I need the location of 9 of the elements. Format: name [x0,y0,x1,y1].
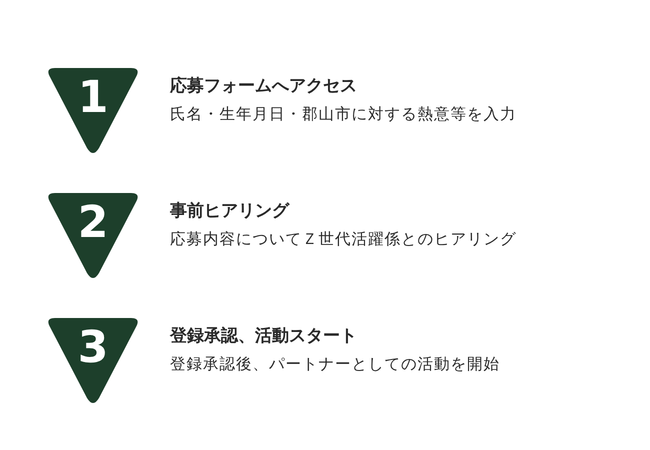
step-heading: 登録承認、活動スタート [170,325,357,347]
step-description: 氏名・生年月日・郡山市に対する熱意等を入力 [170,104,516,125]
step-description: 応募内容についてＺ世代活躍係とのヒアリング [170,229,516,250]
step-heading: 応募フォームへアクセス [170,75,357,97]
step-number: 1 [76,72,110,123]
step-description: 登録承認後、パートナーとしての活動を開始 [170,354,500,375]
step-number: 3 [76,322,110,373]
step-heading: 事前ヒアリング [170,200,289,222]
step-number: 2 [76,197,110,248]
